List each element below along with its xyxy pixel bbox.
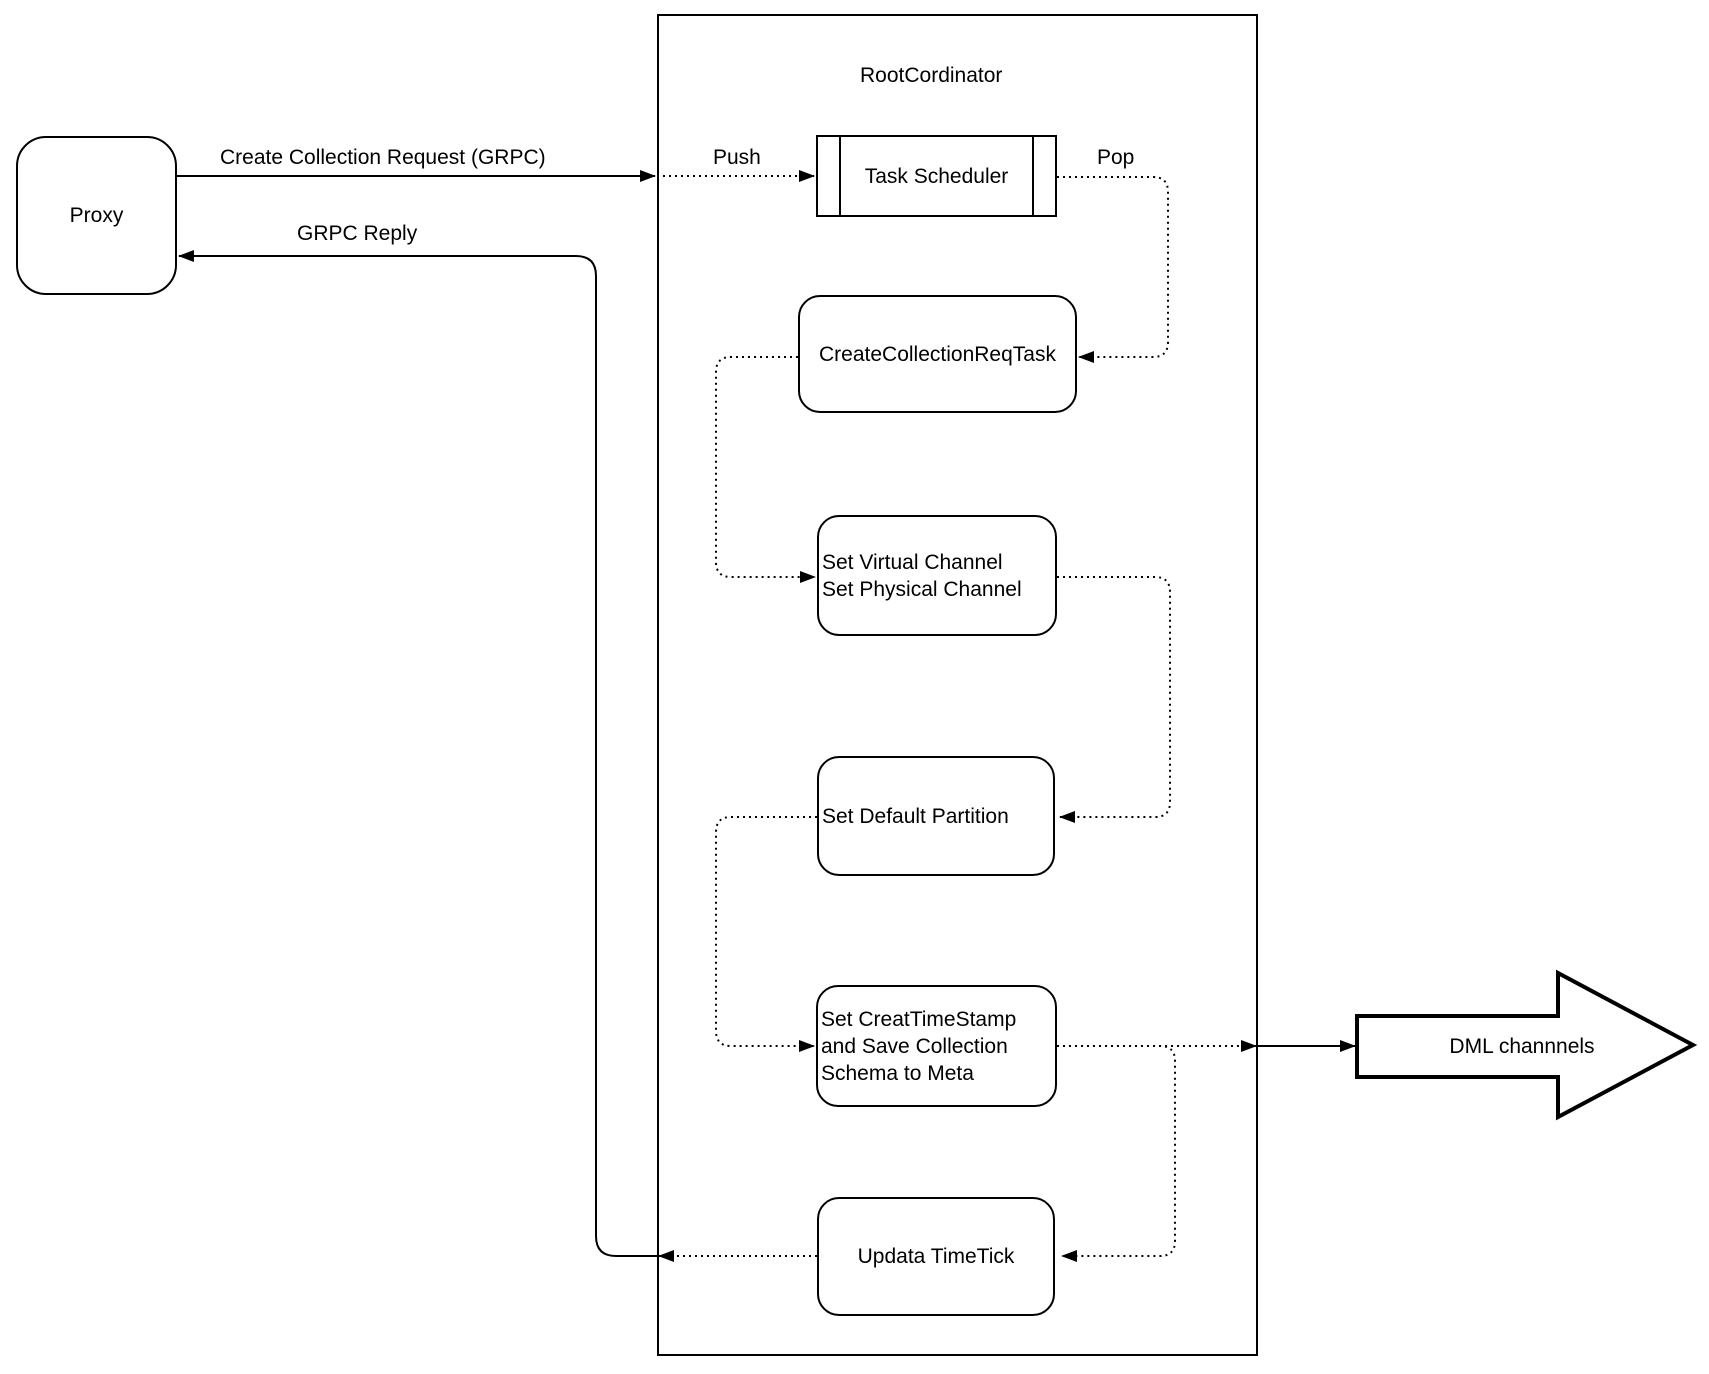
task-scheduler-node: Task Scheduler (816, 135, 1057, 217)
edge-task-to-channels (715, 356, 816, 583)
proxy-label: Proxy (69, 204, 124, 227)
edge-pop (1057, 176, 1169, 363)
create-collection-req-task-node: CreateCollectionReqTask (798, 295, 1077, 413)
edge-label-grpc-reply: GRPC Reply (297, 222, 418, 246)
dml-channels-arrow-shape (1355, 969, 1698, 1121)
root-coordinator-title: RootCordinator (860, 64, 1003, 87)
root-coordinator-container (657, 14, 1258, 1356)
edge-grpc-reply (178, 250, 657, 1257)
update-timetick-label: Updata TimeTick (857, 1245, 1015, 1268)
set-channels-node: Set Virtual Channel Set Physical Channel (817, 515, 1057, 636)
set-timestamp-node: Set CreatTimeStamp and Save Collection S… (816, 985, 1057, 1107)
dml-channels-label: DML channnels (1449, 1035, 1595, 1058)
task-scheduler-right-bar (1032, 137, 1034, 215)
edge-label-create-collection-request: Create Collection Request (GRPC) (220, 146, 546, 170)
update-timetick-node: Updata TimeTick (817, 1197, 1055, 1316)
edge-label-push: Push (713, 146, 761, 170)
set-channels-line-2: Set Physical Channel (822, 577, 1022, 601)
set-default-partition-node: Set Default Partition (817, 756, 1055, 876)
proxy-node: Proxy (16, 136, 177, 295)
task-scheduler-left-bar (839, 137, 841, 215)
edge-label-pop: Pop (1097, 146, 1135, 170)
edge-timestamp-to-timetick (1057, 1045, 1176, 1262)
task-scheduler-label: Task Scheduler (864, 164, 1009, 188)
set-timestamp-line-1: Set CreatTimeStamp (821, 1007, 1017, 1031)
set-timestamp-line-2: and Save Collection (821, 1034, 1008, 1058)
set-channels-line-1: Set Virtual Channel (822, 550, 1003, 574)
set-timestamp-line-3: Schema to Meta (821, 1061, 974, 1085)
create-collection-req-task-label: CreateCollectionReqTask (819, 342, 1056, 366)
set-default-partition-label: Set Default Partition (822, 804, 1009, 828)
